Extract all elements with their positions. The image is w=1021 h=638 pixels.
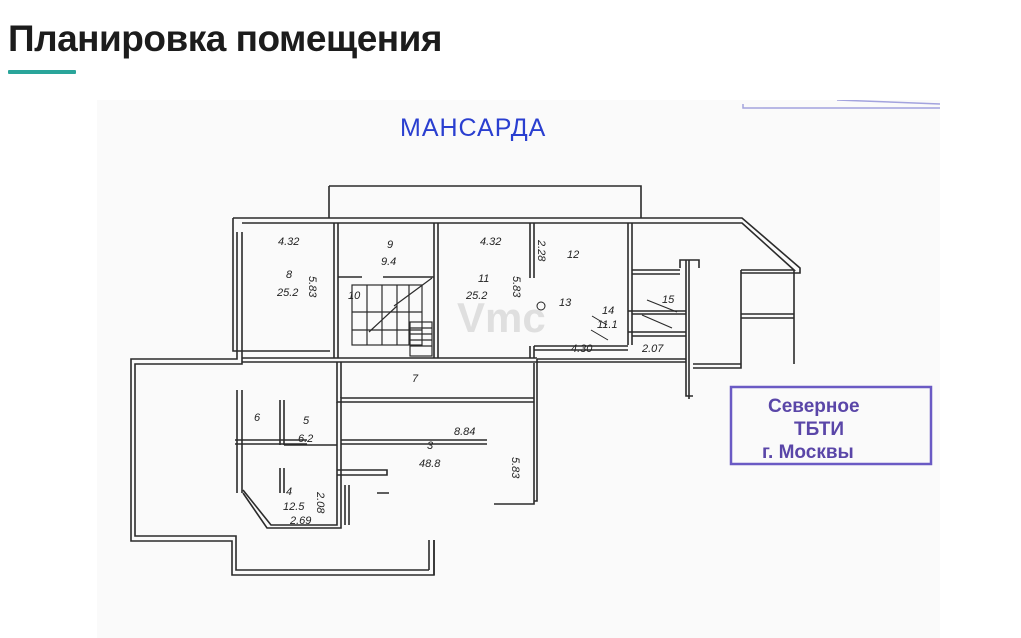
room-4-area: 12.5: [283, 501, 305, 513]
room-6-number: 6: [254, 412, 261, 424]
room-3-number: 3: [427, 440, 434, 452]
dim-5: 2.28: [535, 239, 547, 262]
room-12-number: 12: [567, 249, 579, 261]
dim-7: 2.07: [641, 343, 664, 355]
dim-9: 5.83: [509, 457, 521, 479]
stamp-line-3: г. Москвы: [762, 442, 854, 463]
hatch-marks: [590, 315, 609, 341]
watermark: Vmc: [457, 294, 546, 341]
room-4-number: 4: [286, 486, 292, 498]
dim-8: 8.84: [454, 426, 475, 438]
dim-11: 2.08: [314, 491, 326, 514]
room-5-area: 6.2: [298, 433, 313, 445]
stamp: Северное ТБТИ г. Москвы: [729, 385, 933, 466]
room-11-area: 25.2: [465, 290, 487, 302]
room-3-area: 48.8: [419, 458, 441, 470]
room-8-area: 25.2: [276, 287, 298, 299]
floor-plan-svg: МАНСАРДА: [130, 100, 940, 576]
room-5-number: 5: [303, 415, 310, 427]
room-8-number: 8: [286, 269, 293, 281]
room-9-area: 9.4: [381, 256, 396, 268]
dim-4: 5.83: [510, 276, 522, 298]
dimension-labels: 4.32 4.32 5.83 5.83 2.28 4.30 2.07 8.84 …: [278, 236, 664, 527]
stamp-line-1: Северное: [768, 396, 860, 417]
dim-3: 5.83: [306, 276, 318, 298]
page-title: Планировка помещения: [8, 18, 442, 59]
stamp-line-2: ТБТИ: [794, 419, 844, 440]
room-10-number: 10: [348, 290, 361, 302]
room-7-number: 7: [412, 373, 419, 385]
dim-10: 2.69: [289, 515, 311, 527]
room-9-number: 9: [387, 239, 393, 251]
dim-6: 4.30: [571, 343, 593, 355]
toilet-icon: [536, 301, 546, 311]
title-underline: [8, 70, 76, 74]
room-11-number: 11: [478, 273, 489, 285]
room-14-number: 14: [602, 305, 614, 317]
room-13-number: 13: [559, 297, 572, 309]
room-15-number: 15: [662, 294, 675, 306]
floor-plan-image: МАНСАРДА: [97, 100, 940, 638]
floor-label: МАНСАРДА: [400, 114, 546, 142]
plan-walls: [130, 185, 801, 576]
dim-1: 4.32: [278, 236, 299, 248]
dim-2: 4.32: [480, 236, 501, 248]
stairs: [351, 277, 678, 357]
